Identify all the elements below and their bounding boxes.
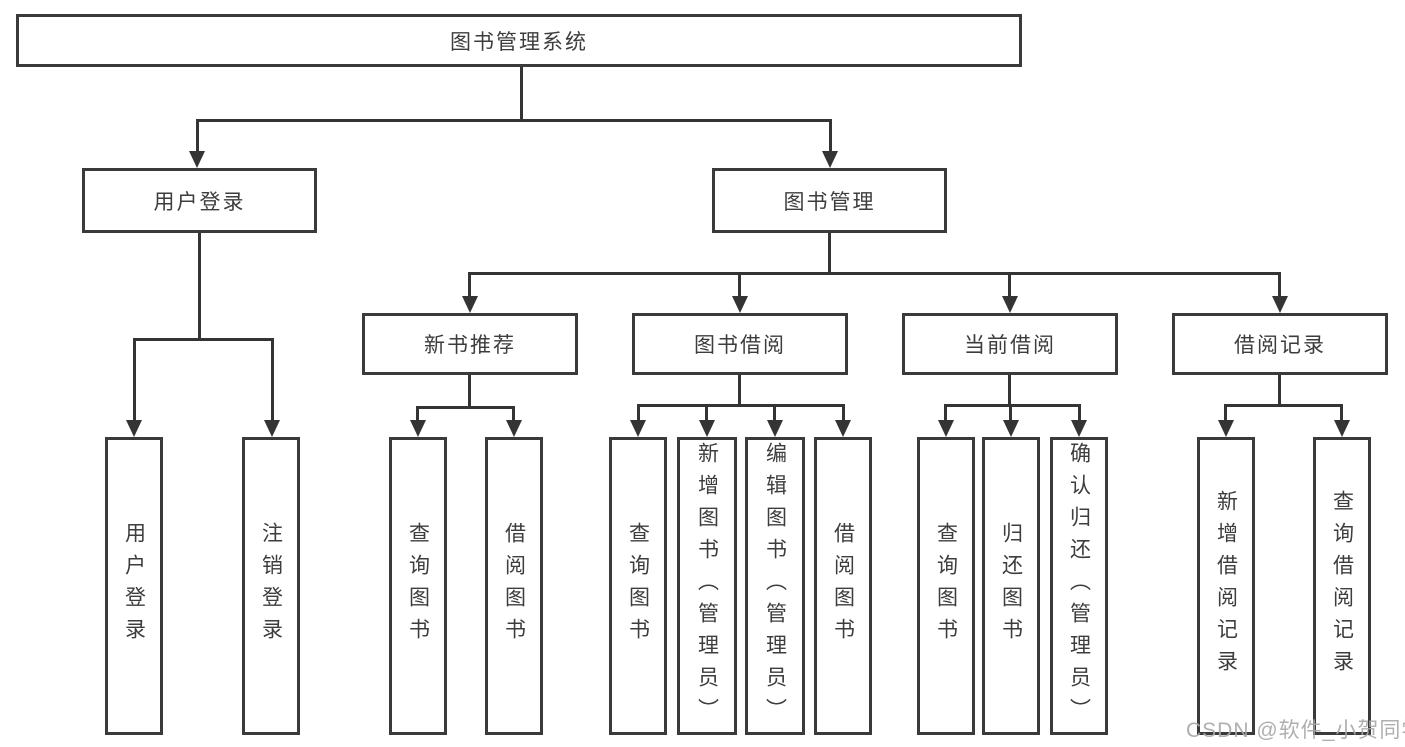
leaf-add-borrow-record: 新增借阅记录 [1197, 437, 1255, 735]
leaf-query-books-recommend: 查询图书 [389, 437, 447, 735]
arrow-down-icon [630, 420, 646, 437]
connector-line [416, 406, 515, 409]
leaf-edit-books-admin: 编辑图书（管理员） [745, 437, 805, 735]
leaf-query-borrow-record: 查询借阅记录 [1313, 437, 1371, 735]
node-label: 查询图书 [406, 522, 430, 650]
arrow-down-icon [1334, 420, 1350, 437]
arrow-down-icon [1218, 420, 1234, 437]
connector-line [133, 338, 274, 341]
node-library-system: 图书管理系统 [16, 14, 1022, 67]
connector-line [773, 404, 776, 424]
leaf-return-books: 归还图书 [982, 437, 1040, 735]
connector-line [512, 406, 515, 424]
connector-line [1078, 404, 1081, 424]
connector-line [271, 338, 274, 423]
connector-line [1009, 404, 1012, 424]
leaf-logout: 注销登录 [242, 437, 300, 735]
node-label: 查询图书 [626, 522, 650, 650]
node-label: 查询图书 [934, 522, 958, 650]
connector-line [738, 272, 741, 298]
arrow-down-icon [1002, 296, 1018, 313]
node-book-management-branch: 图书管理 [712, 168, 947, 233]
node-user-login-branch: 用户登录 [82, 168, 317, 233]
arrow-down-icon [462, 296, 478, 313]
node-label: 注销登录 [259, 522, 283, 650]
arrow-down-icon [126, 420, 142, 437]
leaf-query-books-current: 查询图书 [917, 437, 975, 735]
node-book-borrowing: 图书借阅 [632, 313, 848, 375]
node-label: 新书推荐 [424, 334, 516, 357]
arrow-down-icon [410, 420, 426, 437]
connector-line [637, 404, 640, 424]
connector-line [705, 404, 708, 424]
connector-line [1278, 272, 1281, 298]
connector-line [1224, 404, 1227, 424]
arrow-down-icon [1071, 420, 1087, 437]
leaf-borrow-books-recommend: 借阅图书 [485, 437, 543, 735]
arrow-down-icon [938, 420, 954, 437]
arrow-down-icon [767, 420, 783, 437]
connector-line [1008, 375, 1011, 404]
node-label: 新增图书（管理员） [695, 442, 719, 730]
node-label: 借阅记录 [1234, 334, 1326, 357]
connector-line [133, 338, 136, 423]
connector-line [1278, 375, 1281, 404]
node-label: 图书借阅 [694, 334, 786, 357]
node-label: 借阅图书 [502, 522, 526, 650]
arrow-down-icon [264, 420, 280, 437]
connector-line [468, 375, 471, 406]
arrow-down-icon [835, 420, 851, 437]
node-label: 查询借阅记录 [1330, 490, 1354, 682]
arrow-down-icon [1272, 296, 1288, 313]
connector-line [1340, 404, 1343, 424]
node-label: 新增借阅记录 [1214, 490, 1238, 682]
connector-line [468, 272, 471, 298]
connector-line [842, 404, 845, 424]
arrow-down-icon [822, 151, 838, 168]
connector-line [944, 404, 947, 424]
arrow-down-icon [732, 296, 748, 313]
connector-line [829, 119, 832, 153]
arrow-down-icon [1003, 420, 1019, 437]
connector-line [468, 272, 1281, 275]
connector-line [196, 119, 832, 122]
node-borrowing-records: 借阅记录 [1172, 313, 1388, 375]
arrow-down-icon [506, 420, 522, 437]
node-new-book-recommend: 新书推荐 [362, 313, 578, 375]
node-label: 图书管理系统 [450, 30, 588, 54]
connector-line [637, 404, 845, 407]
leaf-add-books-admin: 新增图书（管理员） [677, 437, 737, 735]
connector-line [520, 67, 523, 119]
connector-line [196, 119, 199, 153]
connector-line [198, 233, 201, 338]
node-label: 确认归还（管理员） [1067, 442, 1091, 730]
leaf-borrow-books: 借阅图书 [814, 437, 872, 735]
leaf-user-login: 用户登录 [105, 437, 163, 735]
connector-line [1224, 404, 1343, 407]
arrow-down-icon [699, 420, 715, 437]
connector-line [416, 406, 419, 424]
leaf-confirm-return-admin: 确认归还（管理员） [1050, 437, 1108, 735]
node-label: 当前借阅 [964, 334, 1056, 357]
node-label: 图书管理 [783, 190, 876, 214]
node-label: 用户登录 [153, 190, 246, 214]
node-label: 用户登录 [122, 522, 146, 650]
node-current-borrowing: 当前借阅 [902, 313, 1118, 375]
node-label: 归还图书 [999, 522, 1023, 650]
connector-line [1008, 272, 1011, 298]
watermark: CSDN @软件_小贺同学 [1186, 719, 1405, 742]
arrow-down-icon [189, 151, 205, 168]
node-label: 借阅图书 [831, 522, 855, 650]
connector-line [828, 233, 831, 272]
node-label: 编辑图书（管理员） [763, 442, 787, 730]
connector-line [944, 404, 1081, 407]
connector-line [738, 375, 741, 404]
leaf-query-books-borrow: 查询图书 [609, 437, 667, 735]
